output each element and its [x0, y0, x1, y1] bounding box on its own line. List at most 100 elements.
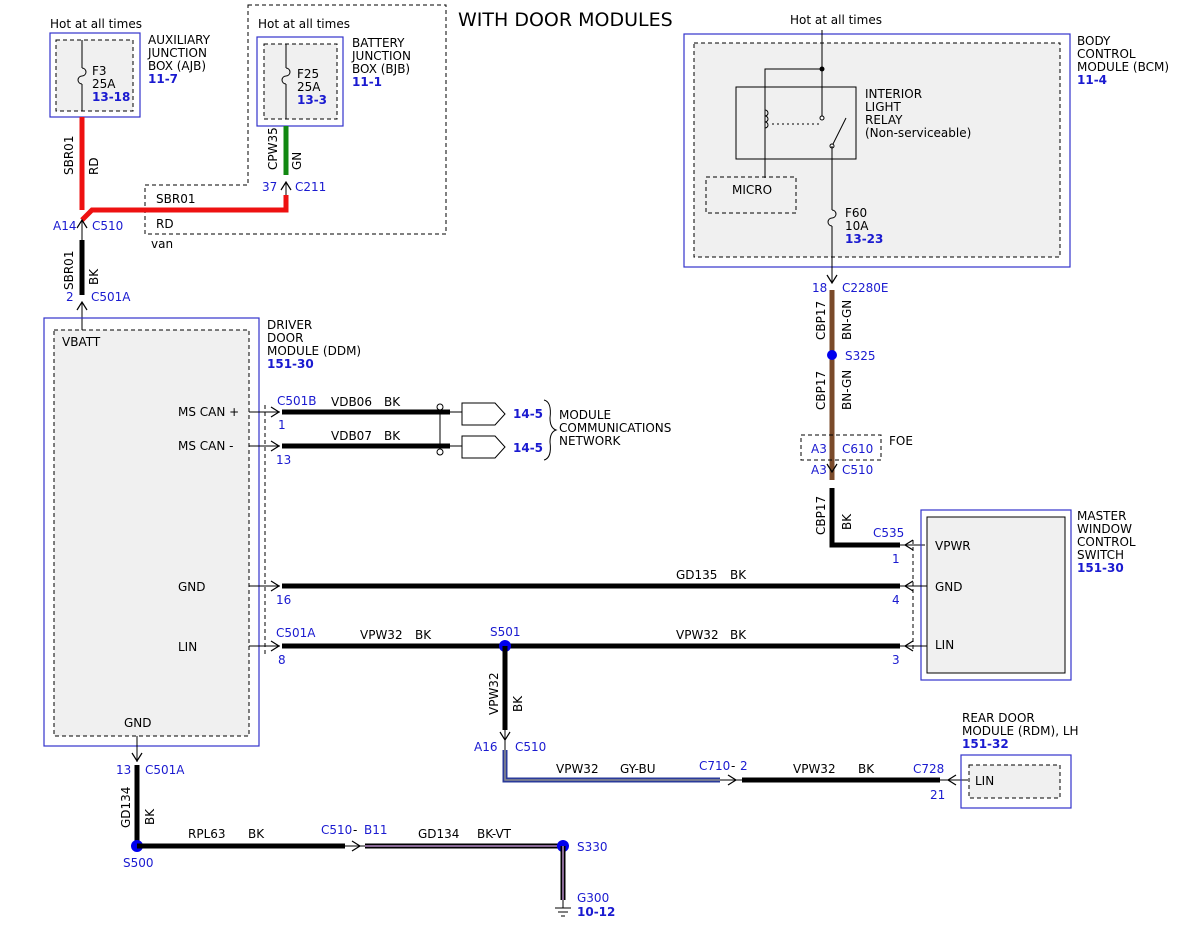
ddm-gnd-bottom: GND	[124, 716, 152, 730]
connector-arrow-icon	[270, 580, 281, 592]
ajb-name-2: JUNCTION	[147, 46, 207, 60]
twist-mark-icon	[436, 403, 444, 411]
micro-box	[705, 176, 797, 214]
pin-18: 18	[812, 281, 827, 295]
splice-s325	[827, 350, 837, 360]
wire-label-bk-gd134: BK	[143, 808, 157, 825]
ddm-ms-can-plus: MS CAN +	[178, 405, 239, 419]
ddm-lin: LIN	[178, 640, 197, 654]
wire-label-bk-gd135: BK	[730, 568, 747, 582]
wire-label-cbp17-a: CBP17	[814, 301, 828, 340]
network-ref-1: 14-5	[513, 407, 543, 421]
connector-c501a-lin: C501A	[276, 626, 316, 640]
wire-label-rd-a: RD	[87, 157, 101, 175]
connector-c211: C211	[295, 180, 326, 194]
bcm-to-mwcs-wire: 18 C2280E CBP17 BN-GN S325 CBP17 BN-GN A…	[800, 274, 925, 566]
connector-c710: C710	[699, 759, 730, 773]
wire-label-rpl63: RPL63	[188, 827, 226, 841]
connector-c510-lin: C510	[515, 740, 546, 754]
bjb-box	[256, 36, 344, 127]
vbatt-wire: SBR01 BK 2 C501A	[62, 240, 131, 330]
rdm-branch: VPW32 GY-BU C710 - 2 VPW32 BK C728 21	[502, 750, 968, 802]
bcm-name-1: BODY	[1077, 34, 1111, 48]
network-ref-2: 14-5	[513, 441, 543, 455]
ddm-ms-can-minus: MS CAN -	[178, 439, 234, 453]
connector-c501b: C501B	[277, 394, 317, 408]
network-brace-icon	[543, 399, 558, 461]
splice-label-s325: S325	[845, 349, 876, 363]
wire-label-cbp17-b: CBP17	[814, 371, 828, 410]
connector-arrow-icon	[826, 274, 838, 285]
ddm-name-1: DRIVER	[267, 318, 312, 332]
rdm-module: LIN REAR DOOR MODULE (RDM), LH 151-32	[960, 711, 1079, 809]
bcm-fuse-ref: 13-23	[845, 232, 883, 246]
bcm-ref: 11-4	[1077, 73, 1107, 87]
splice-label-s500: S500	[123, 856, 154, 870]
wire-label-bk-a: BK	[87, 268, 101, 285]
connector-arrow-icon	[270, 640, 281, 652]
bjb-hot-label: Hot at all times	[258, 17, 350, 31]
wire-label-vpw32-c: VPW32	[487, 672, 501, 715]
wire-label-gd134-b: GD134	[418, 827, 459, 841]
connector-c501a-gnd: C501A	[145, 763, 185, 777]
bjb-name-1: BATTERY	[352, 36, 405, 50]
pin-8: 8	[278, 653, 286, 667]
relay-coil-icon	[764, 109, 769, 129]
ajb-fuse-ref: 13-18	[92, 90, 130, 104]
relay-switch-icon	[831, 117, 847, 147]
bjb-inner-box	[263, 43, 338, 120]
pin-1-c535: 1	[892, 552, 900, 566]
network-label-3: NETWORK	[559, 434, 622, 448]
bcm-micro: MICRO	[732, 183, 772, 197]
wire-label-gy-bu: GY-BU	[620, 762, 656, 776]
rdm-name-1: REAR DOOR	[962, 711, 1035, 725]
connector-c510-dash: -	[353, 823, 357, 837]
pin-16: 16	[276, 593, 291, 607]
bcm-name-2: CONTROL	[1077, 47, 1136, 61]
wire-rd-horizontal	[80, 195, 289, 222]
relay-contact-icon	[819, 115, 825, 121]
bjb-dashed-region	[144, 4, 447, 235]
connector-c728: C728	[913, 762, 944, 776]
connector-c510-foe: C510	[842, 463, 873, 477]
connector-b11: B11	[364, 823, 388, 837]
wire-label-bn-gn-a: BN-GN	[840, 300, 854, 340]
mwcs-inner-box	[926, 516, 1066, 674]
connector-c510-top: C510	[92, 219, 123, 233]
connector-c510-gnd: C510	[321, 823, 352, 837]
relay-box	[735, 86, 857, 160]
gd135-wire: 16 GD135 BK 4	[249, 568, 927, 607]
bjb-fuse-id: F25	[297, 67, 319, 81]
ajb-ref: 11-7	[148, 72, 178, 86]
pin-2-c710: 2	[740, 759, 748, 773]
wire-label-vdb07: VDB07	[331, 429, 372, 443]
bcm-inner-box	[693, 42, 1061, 258]
ddm-inner-box	[53, 329, 250, 737]
mwcs-gnd: GND	[935, 580, 963, 594]
pin-21: 21	[930, 788, 945, 802]
lin-wire: C501A 8 VPW32 BK S501 VPW32 BK 3 VPW32 B…	[249, 625, 927, 754]
mwcs-name-3: CONTROL	[1077, 535, 1136, 549]
pin-4: 4	[892, 593, 900, 607]
network-label-1: MODULE	[559, 408, 611, 422]
pin-13: 13	[276, 453, 291, 467]
wire-gy-bu	[502, 750, 720, 783]
bcm-relay-4: (Non-serviceable)	[865, 126, 971, 140]
wire-label-sbr01-b: SBR01	[156, 192, 195, 206]
ground-g300-ref: 10-12	[577, 905, 615, 919]
ground-icon	[555, 907, 571, 917]
ddm-ref: 151-30	[267, 357, 314, 371]
wire-label-rd-b: RD	[156, 217, 174, 231]
network-connector-icon	[461, 435, 506, 459]
wire-label-bk-rpl63: BK	[248, 827, 265, 841]
connector-a3-top: A3	[811, 442, 827, 456]
splice-label-s501: S501	[490, 625, 521, 639]
wire-label-vdb06: VDB06	[331, 395, 372, 409]
ddm-box	[43, 317, 260, 747]
mwcs-box	[920, 509, 1072, 681]
connector-arrow-icon	[826, 463, 838, 474]
wire-label-cpw35: CPW35	[266, 127, 280, 170]
fuse-symbol-icon	[281, 67, 291, 85]
ddm-name-2: DOOR	[267, 331, 303, 345]
